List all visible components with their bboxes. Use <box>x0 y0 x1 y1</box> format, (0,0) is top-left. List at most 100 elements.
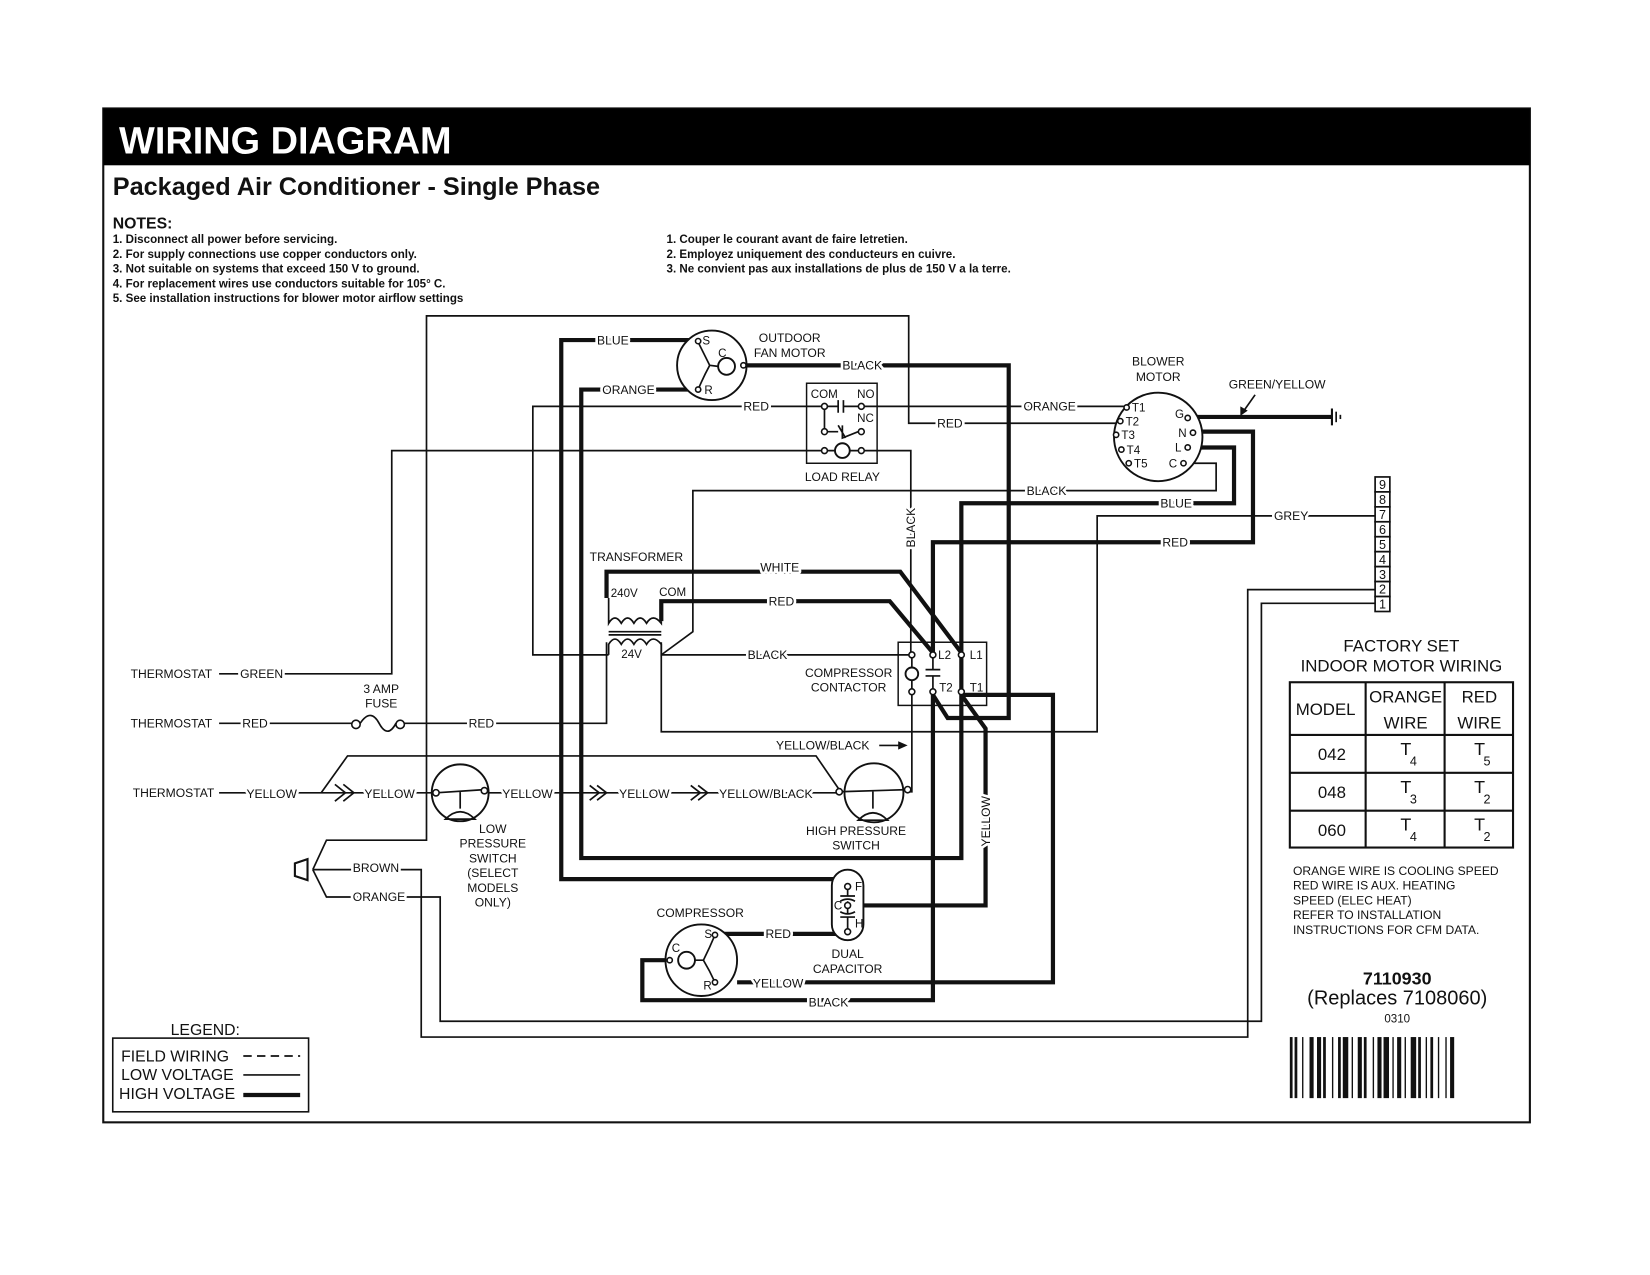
title-bar <box>103 108 1530 166</box>
ground-icon <box>1330 408 1342 426</box>
legend-high-voltage: HIGH VOLTAGE <box>119 1086 235 1103</box>
barcode-bar <box>1430 1037 1434 1099</box>
terminal-number: 7 <box>1379 508 1386 522</box>
table-footnote: INSTRUCTIONS FOR CFM DATA. <box>1293 923 1479 937</box>
terminal-number: 1 <box>1379 598 1386 612</box>
cell-orange: T <box>1400 739 1411 759</box>
wire-label: YELLOW <box>364 787 415 801</box>
barcode-bar <box>1351 1037 1354 1099</box>
contactor-terminal-l1: L1 <box>970 650 983 662</box>
blower-terminal-n: N <box>1178 428 1186 440</box>
capacitor-label-1: DUAL <box>832 947 865 961</box>
part-info: 7110930 (Replaces 7108060) 0310 <box>1289 968 1487 1099</box>
table-header-orange: WIRE <box>1384 714 1428 733</box>
table-footnote: ORANGE WIRE IS COOLING SPEED <box>1293 864 1499 878</box>
wire-label: ORANGE <box>602 383 654 397</box>
wire-label: GREY <box>1274 509 1308 523</box>
load-relay-label: LOAD RELAY <box>805 470 880 484</box>
wire-label: BLUE <box>597 333 629 347</box>
wire-label: YELLOW <box>502 787 553 801</box>
wire-t1-compressor-yellow <box>737 692 1056 985</box>
barcode-bar <box>1323 1037 1326 1099</box>
wire-relay-com-red <box>531 405 825 656</box>
outdoor-fan-motor-label-2: FAN MOTOR <box>754 346 826 360</box>
contactor-terminal-t2: T2 <box>939 683 953 695</box>
table-row: 042 T 4 T 5 <box>1318 739 1491 769</box>
contactor-label-2: CONTACTOR <box>811 681 887 695</box>
blower-terminal-t4: T4 <box>1127 445 1141 457</box>
contactor-terminal-t1: T1 <box>970 683 984 695</box>
contactor-terminal-l2: L2 <box>938 650 951 662</box>
cell-red: T <box>1474 739 1485 759</box>
transformer-secondary-label: 24V <box>621 649 642 661</box>
wire-label: RED <box>242 717 268 731</box>
low-pressure-switch: LOW PRESSURE SWITCH (SELECT MODELS ONLY) <box>430 763 526 910</box>
outdoor-fan-motor: S C R OUTDOOR FAN MOTOR <box>676 329 826 402</box>
barcode-bar <box>1309 1037 1314 1099</box>
blower-terminal-c: C <box>1169 458 1177 470</box>
fuse-label-2: FUSE <box>365 697 397 711</box>
wire-label: RED <box>743 400 769 414</box>
thermostat-label: THERMOSTAT <box>131 667 213 681</box>
wire-thermostat-red <box>219 642 608 725</box>
blower-motor-label-1: BLOWER <box>1132 354 1185 368</box>
wire-blower-red <box>930 429 1256 655</box>
wire-blower-blue <box>959 445 1237 655</box>
fan-terminal-r: R <box>704 385 712 397</box>
wire-transformer-red <box>659 599 935 655</box>
transformer-primary-label: 240V <box>611 588 638 600</box>
barcode-bar <box>1437 1037 1440 1099</box>
wire-label: RED <box>769 594 795 608</box>
lps-label-3: SWITCH <box>469 851 517 865</box>
cell-orange-sub: 4 <box>1410 830 1417 844</box>
terminal-number: 6 <box>1379 523 1386 537</box>
outdoor-plug-icon <box>293 857 309 882</box>
plug-connector-icon <box>690 784 709 801</box>
barcode-bar <box>1331 1037 1334 1099</box>
blower-motor: T1 T2 T3 T4 T5 G N L C BLOWER MOTOR <box>1112 354 1204 483</box>
ground-arrow-head-icon <box>1240 406 1248 416</box>
dual-capacitor: F C H DUAL CAPACITOR <box>813 868 883 976</box>
table-footnote: SPEED (ELEC HEAT) <box>1293 893 1412 907</box>
sheet-frame <box>102 107 1531 1124</box>
cell-red: T <box>1474 815 1485 835</box>
arrow-head-icon <box>898 741 908 750</box>
table-title-1: FACTORY SET <box>1343 637 1459 656</box>
barcode-bar <box>1397 1037 1402 1099</box>
legend-field-wiring: FIELD WIRING <box>121 1048 229 1065</box>
barcode-bar <box>1363 1037 1367 1099</box>
relay-terminal-com: COM <box>811 389 838 401</box>
wire-fan-orange <box>579 387 964 861</box>
barcode-bar <box>1289 1037 1293 1099</box>
thermostat-label: THERMOSTAT <box>133 786 215 800</box>
fan-terminal-c: C <box>718 348 726 360</box>
wire-label: YELLOW <box>979 795 993 846</box>
table-row: 060 T 4 T 2 <box>1318 815 1491 845</box>
capacitor-terminal-h: H <box>855 919 863 931</box>
wire-label: GREEN <box>240 667 283 681</box>
note-fr-3: 3. Ne convient pas aux installations de … <box>667 264 1011 276</box>
cell-orange: T <box>1400 777 1411 797</box>
cell-red-sub: 5 <box>1484 754 1491 768</box>
cell-orange-sub: 4 <box>1410 754 1417 768</box>
wire-label: YELLOW <box>246 787 297 801</box>
cell-red: T <box>1474 777 1485 797</box>
lps-label-4: (SELECT <box>467 866 519 880</box>
barcode-bar <box>1302 1037 1304 1099</box>
wire-label: BLACK <box>809 996 849 1010</box>
wire-t1-cap-yellow <box>850 693 988 908</box>
compressor-terminal-c: C <box>672 943 680 955</box>
terminal-number: 2 <box>1379 583 1386 597</box>
wire-label: GREEN/YELLOW <box>1229 378 1326 392</box>
terminal-number: 8 <box>1379 493 1386 507</box>
hps-label-2: SWITCH <box>832 839 880 853</box>
wire-label: RED <box>766 927 792 941</box>
blower-terminal-t1: T1 <box>1132 403 1146 415</box>
table-header-red: WIRE <box>1457 714 1501 733</box>
note-en-5: 5. See installation instructions for blo… <box>113 293 464 305</box>
lps-label-5: MODELS <box>467 881 518 895</box>
note-en-1: 1. Disconnect all power before servicing… <box>113 234 338 246</box>
barcode-bar <box>1357 1037 1362 1099</box>
